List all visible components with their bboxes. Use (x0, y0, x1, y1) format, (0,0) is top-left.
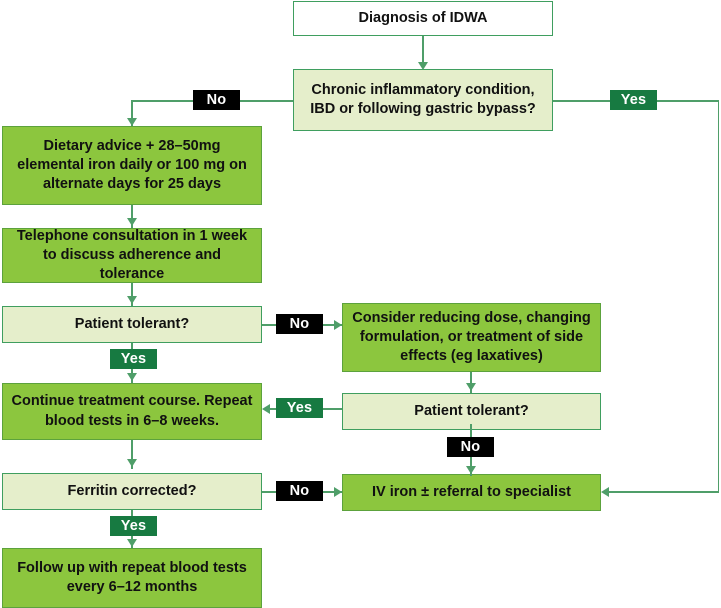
arrowhead-yes-to-iv-iron (601, 486, 609, 497)
label-no-tolerant-2: No (447, 437, 494, 457)
arrowhead-tolerant2-no (465, 466, 476, 474)
label-no-tolerant-1: No (276, 314, 323, 334)
node-follow-up[interactable]: Follow up with repeat blood tests every … (2, 548, 262, 608)
arrowhead-tolerant1-yes (126, 373, 137, 381)
arrowhead-ferritin-yes (126, 539, 137, 547)
node-ferritin-corrected[interactable]: Ferritin corrected? (2, 473, 262, 510)
node-telephone-consultation[interactable]: Telephone consultation in 1 week to disc… (2, 228, 262, 283)
label-no-ferritin: No (276, 481, 323, 501)
node-continue-treatment[interactable]: Continue treatment course. Repeat blood … (2, 383, 262, 440)
node-decision-chronic-condition[interactable]: Chronic inflammatory condition, IBD or f… (293, 69, 553, 131)
node-iv-iron-referral[interactable]: IV iron ± referral to specialist (342, 474, 601, 511)
connector-decision-yes-vertical (717, 100, 719, 492)
arrowhead-continue-to-ferritin (126, 459, 137, 467)
connector-continue-to-ferritin (131, 440, 133, 469)
label-yes-ferritin: Yes (110, 516, 157, 536)
label-yes-tolerant-2: Yes (276, 398, 323, 418)
connector-dietary-to-telephone (131, 205, 133, 228)
node-diagnosis-of-idwa[interactable]: Diagnosis of IDWA (293, 1, 553, 36)
arrowhead-reducing-to-tolerant2 (465, 383, 476, 391)
node-consider-reducing-dose[interactable]: Consider reducing dose, changing formula… (342, 303, 601, 372)
arrowhead-start-to-decision (417, 62, 428, 70)
arrowhead-ferritin-no (334, 486, 342, 497)
label-yes-tolerant-1: Yes (110, 349, 157, 369)
arrowhead-tolerant1-no (334, 319, 342, 330)
arrowhead-dietary-to-telephone (126, 218, 137, 226)
node-dietary-advice[interactable]: Dietary advice + 28–50mg elemental iron … (2, 126, 262, 205)
label-yes-chronic-condition: Yes (610, 90, 657, 110)
arrowhead-decision-no (126, 118, 137, 126)
connector-start-to-decision (422, 36, 424, 64)
connector-yes-to-iv-iron (609, 491, 719, 493)
arrowhead-tolerant2-yes (262, 403, 270, 414)
node-patient-tolerant-1[interactable]: Patient tolerant? (2, 306, 262, 343)
connector-decision-no-vertical (131, 100, 133, 126)
connector-telephone-to-tolerant1 (131, 283, 133, 306)
arrowhead-telephone-to-tolerant1 (126, 296, 137, 304)
connector-reducing-to-tolerant2 (470, 372, 472, 393)
node-patient-tolerant-2[interactable]: Patient tolerant? (342, 393, 601, 430)
label-no-chronic-condition: No (193, 90, 240, 110)
